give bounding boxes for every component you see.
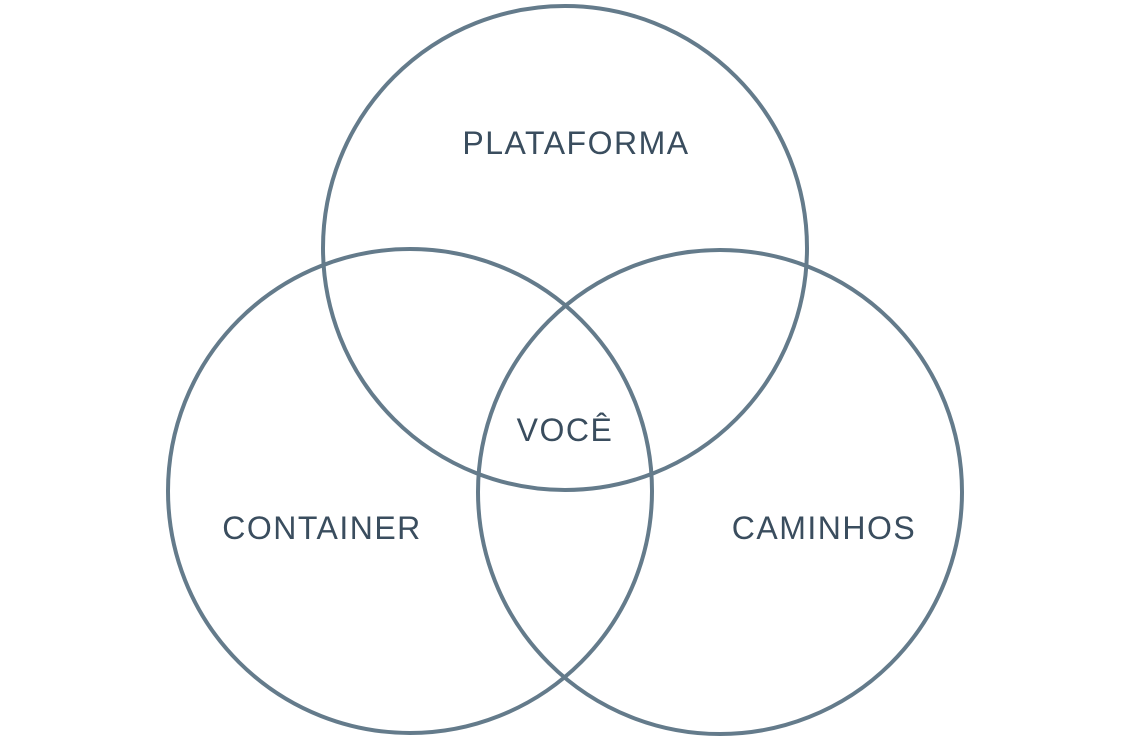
label-plataforma: PLATAFORMA [462, 125, 689, 161]
label-container: CONTAINER [222, 510, 422, 546]
circle-caminhos [476, 248, 964, 736]
circle-container [166, 247, 654, 735]
label-voce: VOCÊ [517, 412, 614, 448]
circle-plataforma [321, 4, 809, 492]
label-caminhos: CAMINHOS [732, 510, 916, 546]
